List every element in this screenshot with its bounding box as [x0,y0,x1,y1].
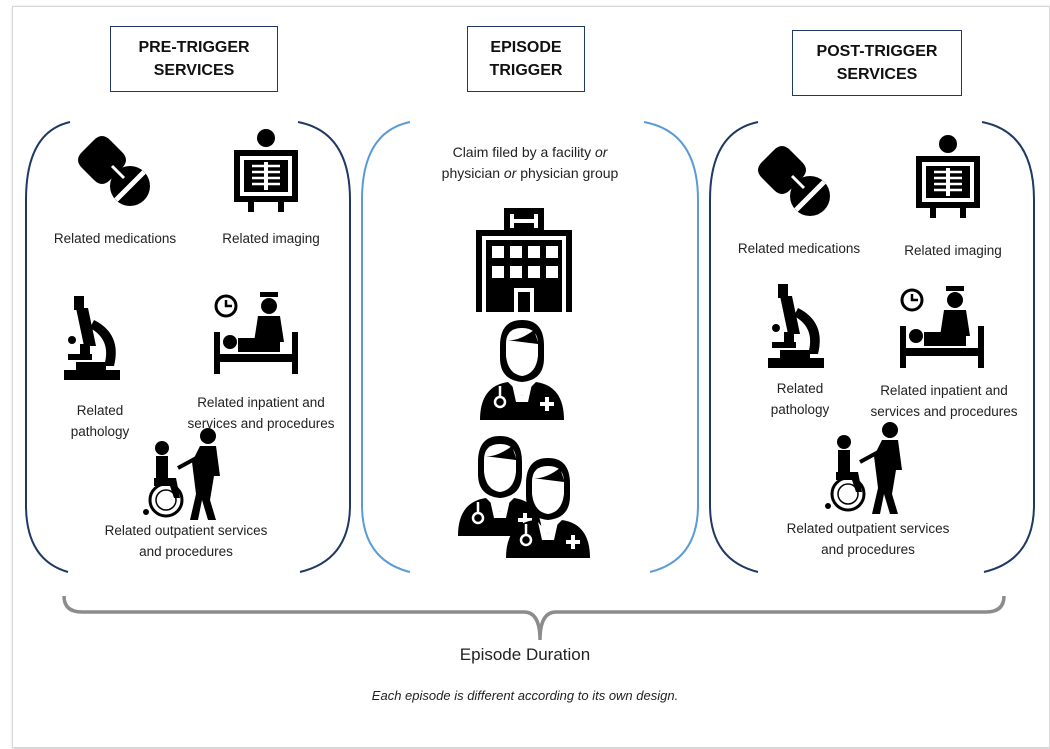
microscope-icon [768,284,824,368]
post-inpatient-label: Related inpatient and services and proce… [870,383,1018,419]
hospital-icon [476,208,572,312]
pre-imaging-label: Related imaging [222,231,320,246]
xray-icon [914,133,982,220]
xray-icon [232,127,300,214]
physician-icon [478,318,566,422]
trigger-bracket-right [643,121,699,573]
pre-pathology-label: Related pathology [70,403,130,439]
post-outpatient-label: Related outpatient services and procedur… [786,521,950,557]
wheelchair-caregiver-icon [823,420,904,516]
pill-icon [78,136,150,206]
claim-or-1: or [594,144,608,160]
post-trigger-header: POST-TRIGGER SERVICES [792,30,962,96]
microscope-icon [64,296,120,380]
claim-text-2: physician [441,165,504,181]
duration-brace [62,595,1006,641]
pre-trigger-header: PRE-TRIGGER SERVICES [110,26,278,92]
episode-duration-label: Episode Duration [459,645,591,664]
episode-design-note: Each episode is different according to i… [371,688,679,703]
pre-bracket-right [297,121,351,573]
claim-or-2: or [503,165,517,181]
inpatient-bed-icon [898,284,986,370]
episode-trigger-header: EPISODE TRIGGER [467,26,585,92]
post-medications-label: Related medications [737,241,861,256]
pre-medications-label: Related medications [53,231,177,246]
claim-text-1: Claim filed by a facility [452,144,595,160]
claim-text-3: physician group [516,165,619,181]
pill-icon [758,146,830,216]
pre-inpatient-label: Related inpatient and services and proce… [187,395,335,431]
post-imaging-label: Related imaging [904,243,1002,258]
post-bracket-right [981,121,1035,573]
claim-filed-label: Claim filed by a facility or physician o… [400,142,660,184]
pre-outpatient-label: Related outpatient services and procedur… [104,523,268,559]
trigger-bracket-left [361,121,411,573]
pre-bracket-left [25,121,71,573]
post-pathology-label: Related pathology [770,381,830,417]
post-bracket-left [709,121,759,573]
inpatient-bed-icon [212,290,300,376]
